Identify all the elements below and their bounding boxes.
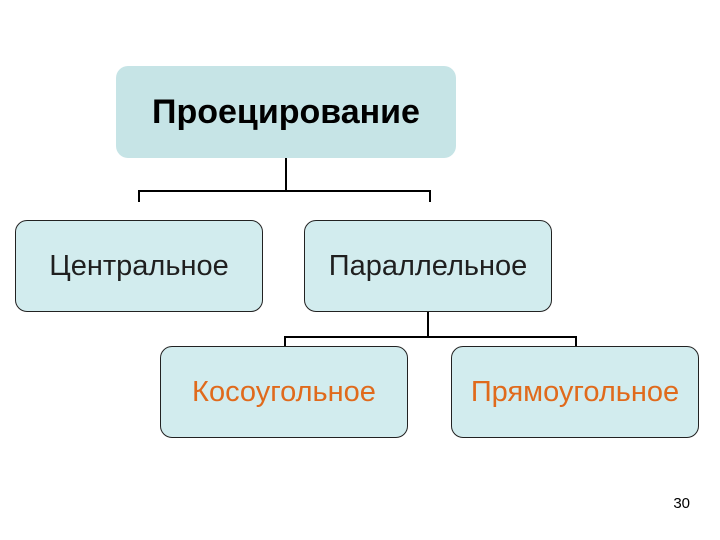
node-parallel-label: Параллельное [328, 249, 528, 282]
node-central-label: Центральное [49, 249, 229, 282]
connector-to-ortho [575, 336, 577, 346]
connector-root-stem [285, 158, 287, 192]
node-oblique: Косоугольное [160, 346, 408, 438]
page-number: 30 [673, 495, 690, 512]
connector-to-central [138, 190, 140, 202]
connector-to-parallel [429, 190, 431, 202]
node-orthogonal: Прямоугольное [451, 346, 699, 438]
node-central: Центральное [15, 220, 263, 312]
connector-to-oblique [284, 336, 286, 346]
connector-parallel-stem [427, 312, 429, 338]
node-parallel: Параллельное [304, 220, 552, 312]
node-oblique-label: Косоугольное [192, 375, 376, 408]
connector-level2-bar [284, 336, 577, 338]
node-projection-label: Проецирование [152, 92, 420, 131]
node-orthogonal-label: Прямоугольное [470, 375, 680, 408]
node-projection: Проецирование [116, 66, 456, 158]
connector-level1-bar [138, 190, 431, 192]
